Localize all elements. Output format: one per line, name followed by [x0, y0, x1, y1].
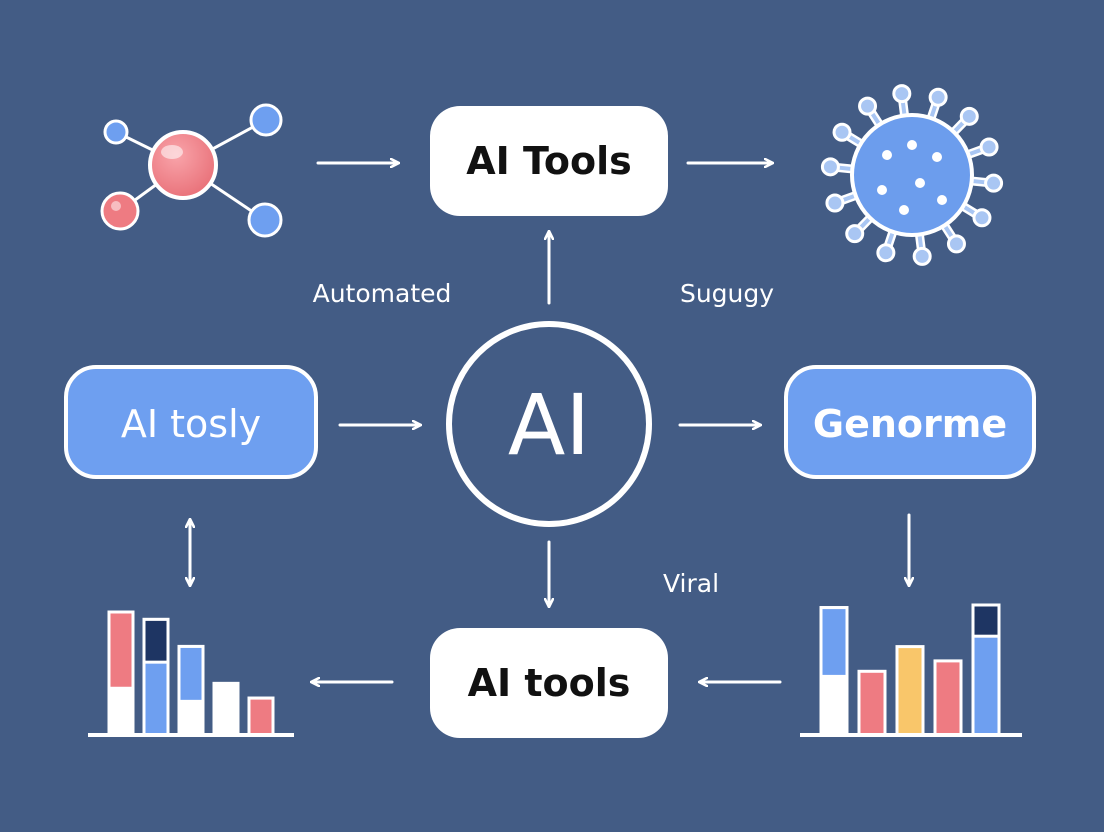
right-bar-chart-icon: [800, 603, 1022, 737]
bar-accent: [971, 603, 1001, 638]
edge-label-viral: Viral: [663, 569, 719, 598]
edge-label-sugugy: Sugugy: [680, 279, 774, 308]
bar-accent: [819, 606, 849, 678]
connector-arrows: [190, 163, 909, 682]
bar: [895, 645, 925, 737]
bar: [212, 681, 240, 737]
bar-accent: [177, 644, 205, 703]
virus-body: [850, 113, 974, 237]
virus-spike-tip: [959, 106, 979, 126]
virus-spike-tip: [984, 173, 1004, 193]
node-right: Genorme: [784, 365, 1036, 479]
virus-spike-tip: [820, 157, 840, 177]
virus-spike-tip: [876, 243, 896, 263]
bar: [857, 669, 887, 737]
bar-accent: [107, 610, 135, 690]
virus-spike-tip: [979, 137, 999, 157]
virus-spot: [937, 195, 947, 205]
bar-accent: [142, 617, 170, 664]
molecule-atom: [103, 119, 129, 145]
node-top: AI Tools: [430, 106, 668, 216]
virus-spike-tip: [972, 208, 992, 228]
node-bottom-label: AI tools: [468, 661, 631, 705]
molecule-atom: [100, 191, 140, 231]
node-center: AI: [446, 321, 652, 527]
node-bottom: AI tools: [430, 628, 668, 738]
virus-spot: [899, 205, 909, 215]
left-bar-chart-icon: [88, 610, 294, 737]
virus-spike-tip: [825, 193, 845, 213]
virus-spike-tip: [845, 224, 865, 244]
virus-spike-tip: [946, 234, 966, 254]
virus-spike-tip: [912, 246, 932, 266]
molecule-atom: [249, 103, 283, 137]
virus-spot: [877, 185, 887, 195]
node-right-label: Genorme: [813, 402, 1007, 446]
virus-spike-tip: [832, 122, 852, 142]
molecule-atom: [148, 130, 218, 200]
virus-spot: [932, 152, 942, 162]
molecule-atom: [247, 202, 283, 238]
bar: [933, 659, 963, 737]
virus-spot: [907, 140, 917, 150]
node-left-label: AI tosly: [121, 402, 261, 446]
virus-icon: [820, 84, 1004, 266]
virus-spike-tip: [858, 96, 878, 116]
node-left: AI tosly: [64, 365, 318, 479]
node-top-label: AI Tools: [466, 139, 632, 183]
molecule-icon: [100, 103, 283, 238]
virus-spike-tip: [928, 87, 948, 107]
virus-spot: [882, 150, 892, 160]
edge-label-automated: Automated: [313, 279, 452, 308]
bar-accent: [247, 696, 275, 737]
virus-spike-tip: [892, 84, 912, 104]
virus-spot: [915, 178, 925, 188]
node-center-label: AI: [508, 376, 590, 474]
